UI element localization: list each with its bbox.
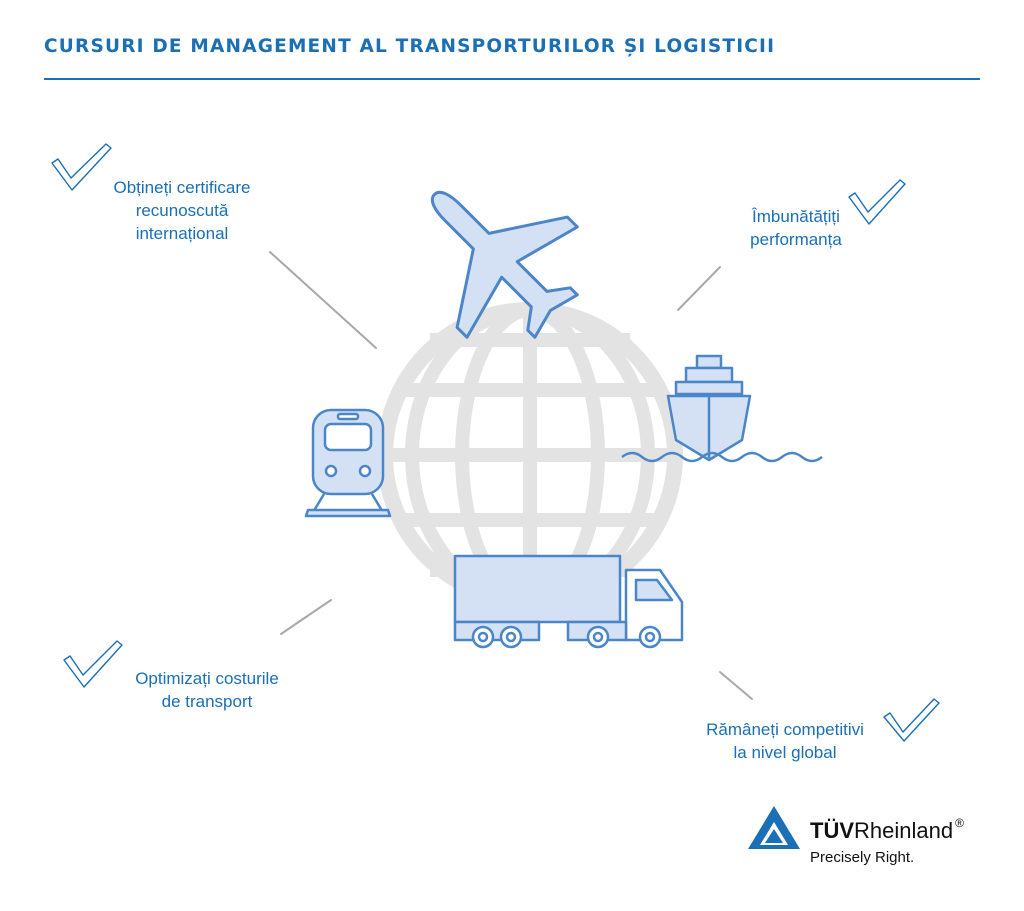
registered-mark: ® bbox=[955, 816, 964, 830]
benefit-competitiveness: Rămâneți competitivi la nivel global bbox=[680, 718, 890, 764]
brand-name-regular: Rheinland bbox=[854, 818, 954, 843]
benefit-line: la nivel global bbox=[733, 743, 837, 762]
connector-line-top-left bbox=[269, 251, 377, 349]
brand-name: TÜVRheinland® bbox=[810, 816, 964, 844]
benefit-line: Optimizați costurile bbox=[135, 669, 279, 688]
benefit-line: de transport bbox=[161, 692, 253, 711]
connector-line-bottom-right bbox=[719, 671, 753, 700]
checkmark-icon bbox=[848, 179, 906, 225]
train-icon bbox=[304, 408, 392, 518]
benefit-performance: Îmbunătățiți performanța bbox=[726, 205, 866, 251]
checkmark-icon bbox=[63, 640, 123, 688]
checkmark-icon bbox=[883, 698, 940, 742]
checkmark-icon bbox=[51, 143, 112, 191]
title-divider bbox=[44, 78, 980, 80]
connector-line-bottom-left bbox=[280, 599, 332, 635]
truck-icon bbox=[453, 554, 684, 649]
benefit-line: performanța bbox=[750, 230, 842, 249]
benefit-line: Obțineți certificare bbox=[113, 178, 251, 197]
page-title: CURSURI DE MANAGEMENT AL TRANSPORTURILOR… bbox=[44, 36, 776, 57]
benefit-cost-optimization: Optimizați costurile de transport bbox=[102, 667, 312, 713]
benefit-line: Rămâneți competitivi bbox=[706, 720, 864, 739]
benefit-line: recunoscută bbox=[135, 201, 229, 220]
benefit-line: Îmbunătățiți bbox=[752, 207, 840, 226]
brand-tagline: Precisely Right. bbox=[810, 849, 915, 866]
tuv-logo-icon bbox=[748, 806, 800, 849]
benefit-line: internațional bbox=[135, 224, 229, 243]
airplane-icon bbox=[430, 190, 579, 339]
benefit-certification: Obțineți certificare recunoscută interna… bbox=[92, 176, 272, 245]
connector-line-top-right bbox=[677, 266, 721, 311]
brand-name-bold: TÜV bbox=[810, 818, 854, 843]
ship-icon bbox=[621, 354, 823, 463]
